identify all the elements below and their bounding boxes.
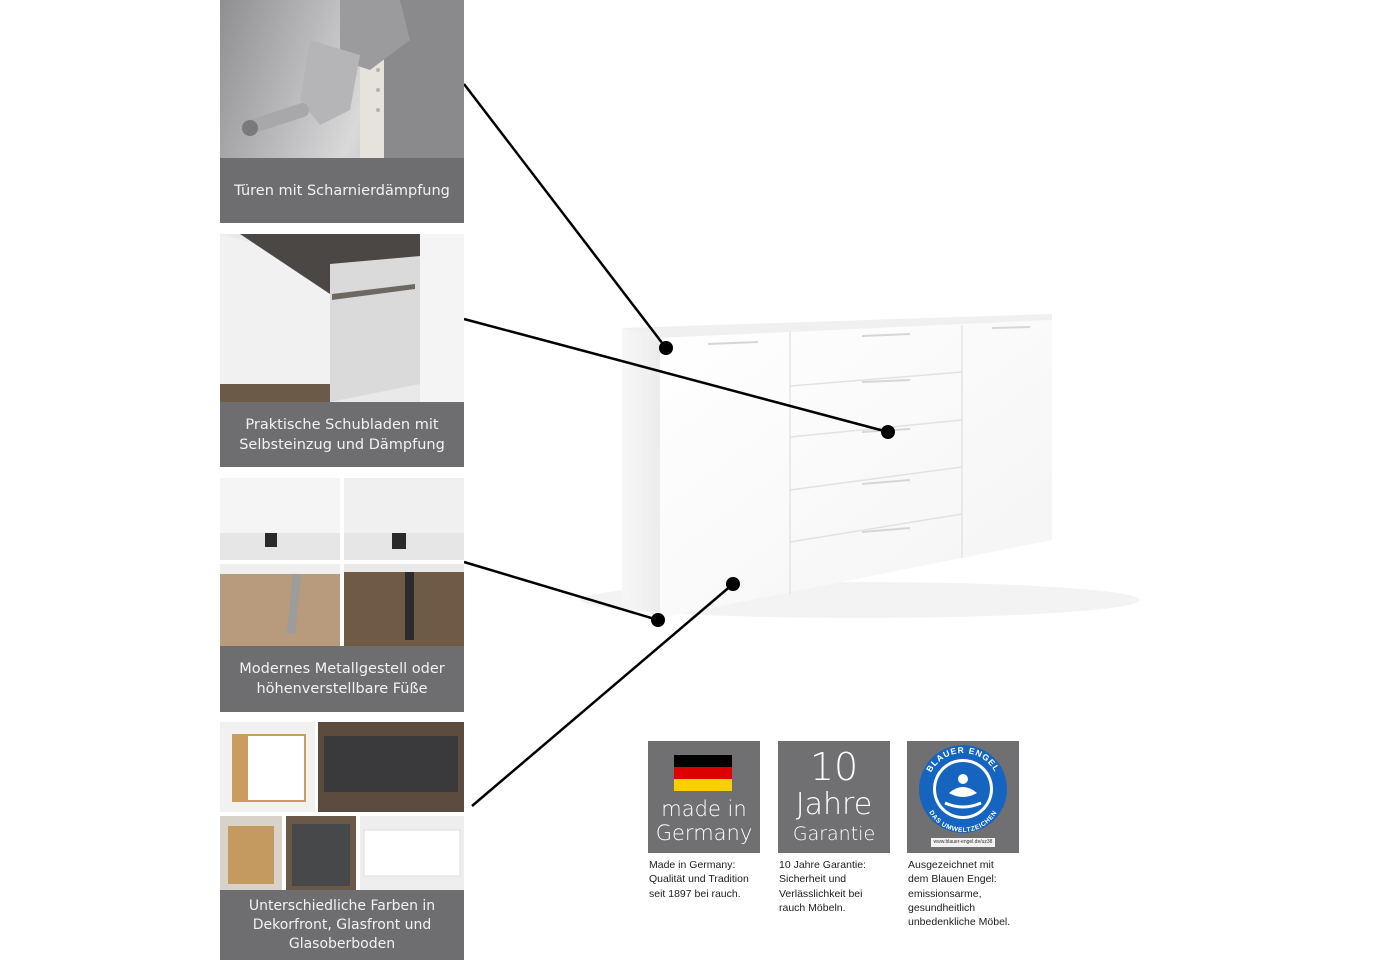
description-line: Made in Germany: bbox=[649, 859, 736, 871]
blauer-engel-description: Ausgezeichnet mit dem Blauen Engel: emis… bbox=[908, 858, 1028, 929]
drawer-split-1 bbox=[789, 371, 963, 387]
description-line: gesundheitlich bbox=[908, 901, 976, 914]
description-line: Sicherheit und bbox=[779, 873, 847, 886]
callout-line-feet bbox=[463, 560, 659, 622]
flag-stripe-red bbox=[674, 767, 732, 779]
hinge-photo bbox=[220, 0, 464, 158]
description-line: seit 1897 bei rauch. bbox=[649, 887, 741, 900]
handle-door-right bbox=[991, 326, 1031, 329]
sideboard-top bbox=[622, 314, 1052, 338]
drawer-image bbox=[220, 234, 464, 402]
callout-dot-colors bbox=[726, 577, 740, 591]
feature-panel-hinge: Türen mit Scharnierdämpfung bbox=[220, 0, 464, 223]
callout-line-drawer bbox=[463, 317, 889, 434]
blauer-engel-url: www.blauer-engel.de/uz38 bbox=[931, 838, 995, 847]
callout-dot-hinge bbox=[659, 341, 673, 355]
caption-line: Modernes Metallgestell oder bbox=[239, 661, 445, 677]
drawer-photo bbox=[220, 234, 464, 402]
callout-line-colors bbox=[471, 583, 734, 807]
german-flag-icon bbox=[674, 755, 732, 791]
made-in-germany-description: Made in Germany: Qualität und Tradition … bbox=[649, 858, 769, 901]
color-variants-image bbox=[220, 722, 464, 890]
feet-photo-grid bbox=[220, 478, 464, 646]
sideboard-side bbox=[622, 328, 660, 618]
made-in-germany-badge: made in Germany bbox=[648, 741, 760, 853]
feature-caption: Modernes Metallgestell oder höhenverstel… bbox=[220, 646, 464, 712]
blauer-engel-logo-icon: BLAUER ENGEL DAS UMWELTZEICHEN bbox=[919, 745, 1007, 834]
description-line: Ausgezeichnet mit bbox=[908, 859, 994, 871]
handle-drawer-5 bbox=[861, 527, 911, 533]
callout-line-hinge bbox=[463, 83, 667, 349]
hinge-image bbox=[241, 0, 464, 158]
description-line: rauch Möbeln. bbox=[779, 901, 846, 914]
feet-image bbox=[220, 478, 464, 646]
description-line: Verlässlichkeit bei bbox=[779, 887, 863, 900]
caption-line: Selbsteinzug und Dämpfung bbox=[239, 436, 445, 453]
caption-line: Praktische Schubladen mit bbox=[245, 416, 439, 433]
warranty-garantie: Garantie bbox=[792, 823, 876, 845]
description-line: unbedenkliche Möbel. bbox=[908, 916, 1011, 929]
drawer-split-3 bbox=[789, 466, 963, 491]
handle-drawer-1 bbox=[861, 333, 911, 337]
handle-drawer-4 bbox=[861, 479, 911, 485]
caption-line: höhenverstellbare Füße bbox=[256, 681, 428, 697]
caption-line: Türen mit Scharnierdämpfung bbox=[234, 182, 450, 199]
warranty-badge: 10 Jahre Garantie bbox=[778, 741, 890, 853]
feature-panel-drawer: Praktische Schubladen mit Selbsteinzug u… bbox=[220, 234, 464, 467]
callout-dot-feet bbox=[651, 613, 665, 627]
description-line: dem Blauen Engel: bbox=[908, 873, 997, 886]
warranty-jahre: Jahre bbox=[795, 787, 873, 822]
badge-made-in: made in bbox=[661, 797, 747, 821]
feature-caption: Unterschiedliche Farben in Dekorfront, G… bbox=[220, 890, 464, 960]
feature-caption: Praktische Schubladen mit Selbsteinzug u… bbox=[220, 402, 464, 467]
callout-dot-drawer bbox=[881, 425, 895, 439]
flag-stripe-gold bbox=[674, 779, 732, 791]
handle-drawer-2 bbox=[861, 379, 911, 383]
caption-line: Unterschiedliche Farben in bbox=[248, 897, 436, 914]
color-variants-photo-grid bbox=[220, 722, 464, 890]
warranty-years-number: 10 bbox=[809, 745, 859, 789]
sideboard-front bbox=[660, 320, 1052, 618]
caption-line: Glasoberboden bbox=[288, 935, 396, 952]
feature-panel-colors: Unterschiedliche Farben in Dekorfront, G… bbox=[220, 722, 464, 960]
caption-line: Dekorfront, Glasfront und bbox=[252, 916, 432, 933]
flag-stripe-black bbox=[674, 755, 732, 767]
badge-germany: Germany bbox=[655, 821, 753, 845]
feature-caption: Türen mit Scharnierdämpfung bbox=[220, 158, 464, 223]
drawer-split-4 bbox=[789, 513, 963, 543]
description-line: 10 Jahre Garantie: bbox=[779, 859, 866, 871]
description-line: emissionsarme, bbox=[908, 887, 982, 900]
warranty-description: 10 Jahre Garantie: Sicherheit und Verläs… bbox=[779, 858, 899, 915]
feature-panel-feet: Modernes Metallgestell oder höhenverstel… bbox=[220, 478, 464, 712]
description-line: Qualität und Tradition bbox=[649, 873, 749, 886]
blauer-engel-badge: BLAUER ENGEL DAS UMWELTZEICHEN www.blaue… bbox=[907, 741, 1019, 853]
handle-door-left bbox=[707, 341, 759, 345]
